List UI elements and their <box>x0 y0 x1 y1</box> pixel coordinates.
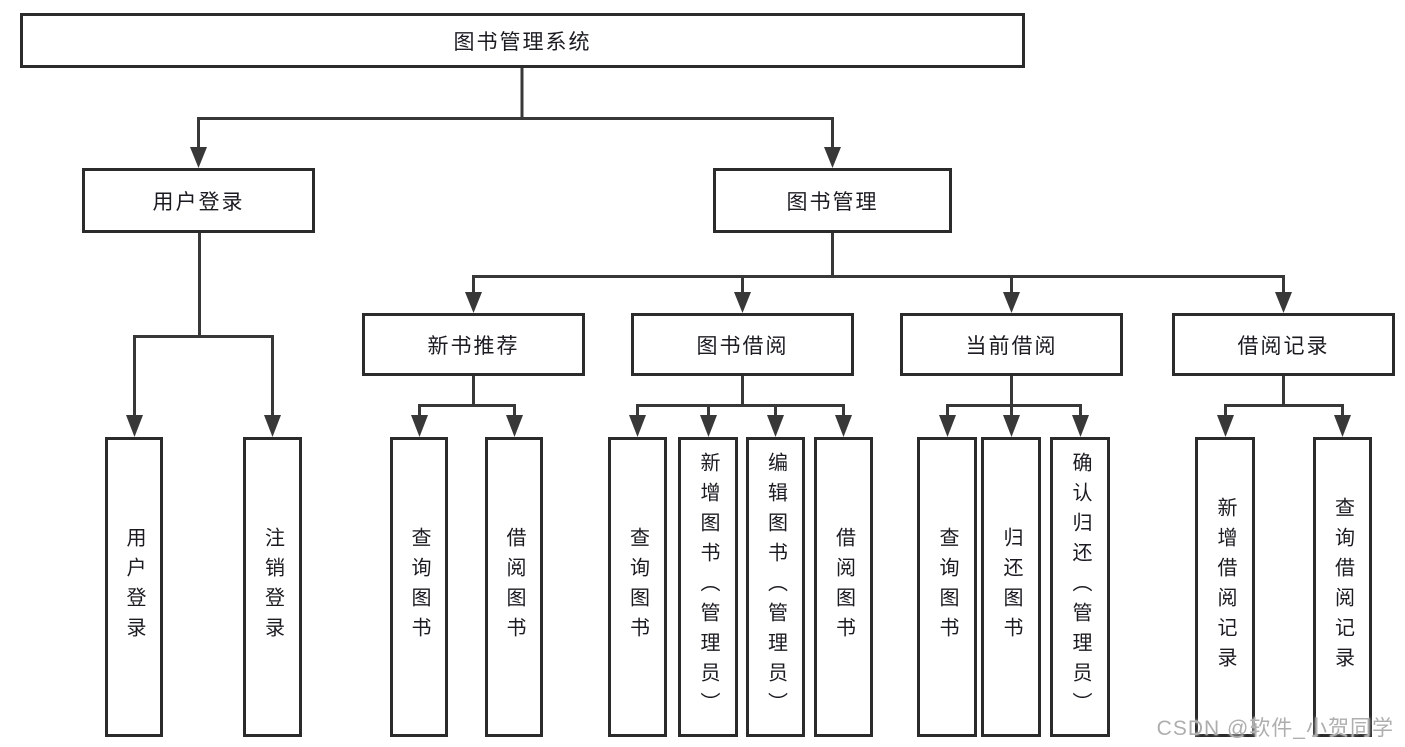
leaf-add-book-admin: 新增图书（管理员） <box>678 437 738 737</box>
new-book-recommend-connectors <box>411 376 523 437</box>
leaf-query-books-1-label: 查询图书 <box>408 527 430 647</box>
node-book-borrowing-label: 图书借阅 <box>696 334 789 358</box>
leaf-confirm-return-admin-label: 确认归还（管理员） <box>1069 452 1091 722</box>
arrow-down-icon <box>629 415 646 437</box>
borrowing-records-connector-line <box>1224 376 1344 415</box>
borrowing-records-connectors <box>1217 376 1351 437</box>
node-root: 图书管理系统 <box>20 13 1025 68</box>
arrow-down-icon <box>1334 415 1351 437</box>
leaf-edit-book-admin: 编辑图书（管理员） <box>746 437 805 737</box>
arrow-down-icon <box>126 415 143 437</box>
arrow-down-icon <box>465 292 482 313</box>
arrow-down-icon <box>1003 292 1020 313</box>
node-book-borrowing: 图书借阅 <box>631 313 854 376</box>
leaf-return-books-label: 归还图书 <box>1000 527 1022 647</box>
node-borrowing-records-label: 借阅记录 <box>1237 334 1330 358</box>
arrow-down-icon <box>700 415 717 437</box>
arrow-down-icon <box>1003 415 1020 437</box>
node-borrowing-records: 借阅记录 <box>1172 313 1395 376</box>
arrow-down-icon <box>824 147 841 168</box>
arrow-down-icon <box>1217 415 1234 437</box>
arrow-down-icon <box>190 147 207 168</box>
book-borrowing-connector-line <box>636 376 845 415</box>
arrow-down-icon <box>835 415 852 437</box>
leaf-query-books-2-label: 查询图书 <box>626 527 649 647</box>
leaf-query-books-3-label: 查询图书 <box>936 527 958 647</box>
leaf-edit-book-admin-label: 编辑图书（管理员） <box>764 452 787 722</box>
leaf-query-books-1: 查询图书 <box>390 437 448 737</box>
current-borrowing-connectors <box>939 376 1089 437</box>
arrow-down-icon <box>734 292 751 313</box>
book-borrowing-connectors <box>629 376 852 437</box>
arrow-down-icon <box>1275 292 1292 313</box>
node-root-label: 图书管理系统 <box>453 30 592 54</box>
leaf-query-books-2: 查询图书 <box>608 437 667 737</box>
user-login-connectors <box>126 233 281 437</box>
arrow-down-icon <box>411 415 428 437</box>
current-borrowing-connector-line <box>946 376 1082 415</box>
node-new-book-recommend: 新书推荐 <box>362 313 585 376</box>
root-connectors <box>190 68 841 168</box>
leaf-logout-label: 注销登录 <box>261 527 284 647</box>
leaf-add-book-admin-label: 新增图书（管理员） <box>697 452 719 722</box>
node-current-borrowing: 当前借阅 <box>900 313 1123 376</box>
leaf-query-borrow-record-label: 查询借阅记录 <box>1331 497 1354 677</box>
arrow-down-icon <box>939 415 956 437</box>
node-current-borrowing-label: 当前借阅 <box>965 334 1058 358</box>
book-management-connectors <box>465 233 1292 313</box>
leaf-borrow-books-1-label: 借阅图书 <box>503 527 525 647</box>
node-user-login-label: 用户登录 <box>152 190 245 214</box>
leaf-query-borrow-record: 查询借阅记录 <box>1313 437 1372 737</box>
arrow-down-icon <box>767 415 784 437</box>
leaf-query-books-3: 查询图书 <box>917 437 977 737</box>
node-new-book-recommend-label: 新书推荐 <box>427 334 520 358</box>
node-book-management: 图书管理 <box>713 168 952 233</box>
leaf-logout: 注销登录 <box>243 437 302 737</box>
arrow-down-icon <box>1072 415 1089 437</box>
leaf-return-books: 归还图书 <box>981 437 1041 737</box>
arrow-down-icon <box>264 415 281 437</box>
node-book-management-label: 图书管理 <box>786 190 879 214</box>
leaf-user-login-label: 用户登录 <box>123 527 145 647</box>
leaf-borrow-books-2: 借阅图书 <box>814 437 873 737</box>
new-book-recommend-connector-line <box>418 376 516 415</box>
leaf-borrow-books-2-label: 借阅图书 <box>832 527 855 647</box>
leaf-confirm-return-admin: 确认归还（管理员） <box>1050 437 1110 737</box>
arrow-down-icon <box>506 415 523 437</box>
user-login-connector-line <box>133 233 274 415</box>
leaf-borrow-books-1: 借阅图书 <box>485 437 543 737</box>
node-user-login: 用户登录 <box>82 168 315 233</box>
leaf-add-borrow-record-label: 新增借阅记录 <box>1214 497 1236 677</box>
watermark: CSDN @软件_小贺同学 <box>1156 717 1394 740</box>
book-management-connector-line <box>472 233 1285 292</box>
root-connector-line <box>197 68 834 147</box>
leaf-add-borrow-record: 新增借阅记录 <box>1195 437 1255 737</box>
leaf-user-login: 用户登录 <box>105 437 163 737</box>
